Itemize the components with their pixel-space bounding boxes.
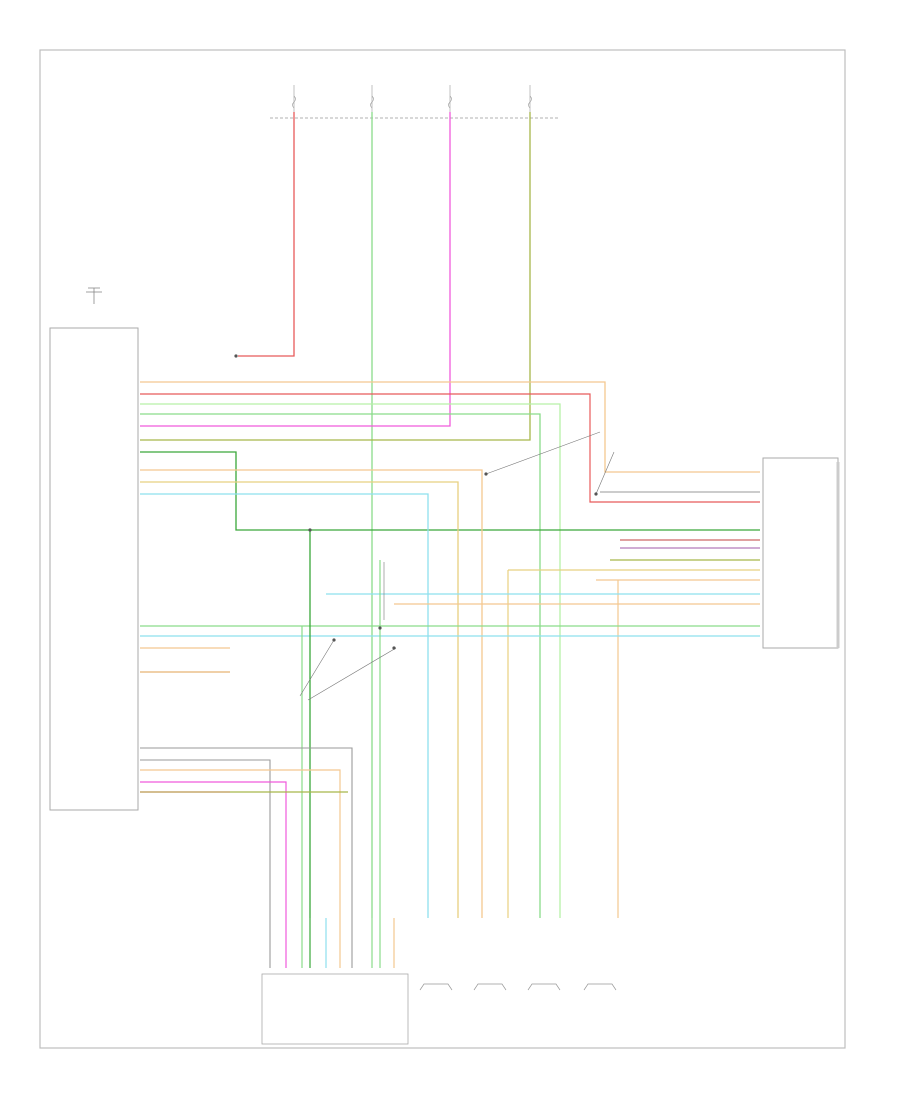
speaker-connector [261,973,409,1045]
diagram-frame [39,49,846,1049]
amplifier-unit [762,457,839,649]
antenna-symbol [86,287,102,304]
fuse-2 [370,85,374,112]
wire-darkgreen-5 [140,451,760,531]
wire-lightgreen-3 [140,403,561,918]
leader-lines [299,431,615,701]
wire-olive-fuse4 [140,112,531,441]
wire-red-power [238,112,295,357]
speaker-4 [583,983,617,991]
splice-points [234,354,598,650]
wire-yellow-7 [140,481,459,918]
speaker-1 [419,983,453,991]
wire-orange-bot [140,769,341,918]
wire-green-4 [140,413,541,918]
wire-gray-bot2 [140,759,271,918]
speaker-2 [473,983,507,991]
fuse-4 [528,85,532,112]
fuse-1 [292,85,296,112]
wire-orange-1 [140,381,760,473]
wire-pink-fuse3 [140,112,451,427]
fuse-box [270,85,560,119]
wire-cyan-8 [140,493,429,918]
wire-orange-6 [140,469,483,918]
wire-red-2 [140,393,760,503]
fuse-3 [448,85,452,112]
radio-unit [49,327,139,811]
wire-pink-bot [140,781,287,918]
wire-gray-bot1 [140,747,353,918]
speaker-3 [527,983,561,991]
